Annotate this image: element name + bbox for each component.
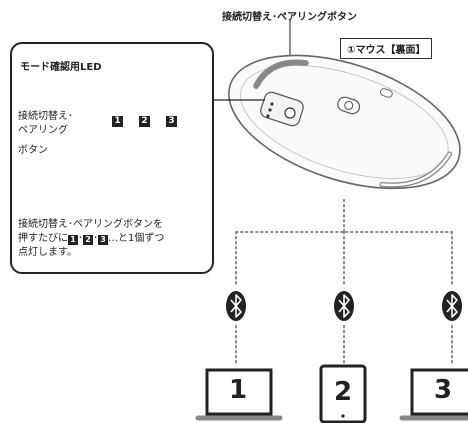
- callout-button-label-2: ペアリング: [18, 125, 68, 136]
- callout-desc-suffix: …と1個ずつ: [108, 233, 165, 244]
- pairing-button-label: 接続切替え･ペアリングボタン: [222, 12, 357, 23]
- mouse-bottom-tag: ①マウス【裏面】: [340, 38, 433, 59]
- led-number-2: 2: [139, 116, 150, 127]
- callout-desc-line3: 点灯します。: [18, 247, 77, 258]
- device-number-1: 1: [229, 375, 248, 405]
- mouse-sensor: [337, 96, 361, 115]
- callout-title: モード確認用LED: [20, 62, 102, 73]
- bluetooth-icon-3: [442, 291, 462, 321]
- inline-number-2: 2: [83, 235, 93, 245]
- pairing-button: [284, 107, 296, 119]
- callout-box: [10, 42, 214, 274]
- connection-lines: [235, 199, 453, 365]
- inline-number-3: 3: [98, 235, 108, 245]
- callout-desc-sep1: ･: [78, 233, 83, 244]
- inline-number-1: 1: [68, 235, 78, 245]
- mouse-foot-left: [253, 59, 309, 89]
- callout-button-label-1: 接続切替え･: [18, 111, 73, 122]
- laptop-icon-1: [195, 368, 283, 421]
- led-number-1: 1: [112, 116, 123, 127]
- callout-desc-sep2: ･: [93, 233, 98, 244]
- callout-button-label-3: ボタン: [18, 145, 48, 156]
- mouse-body: [228, 54, 461, 190]
- callout-desc-prefix: 押すたびに: [18, 233, 68, 244]
- bluetooth-icon-2: [334, 291, 354, 321]
- tablet-icon: [319, 364, 367, 423]
- mouse-button-panel: [260, 91, 304, 127]
- device-number-3: 3: [434, 375, 453, 405]
- bluetooth-icon-1: [226, 291, 246, 321]
- laptop-icon-3: [399, 368, 468, 421]
- led-number-3: 3: [166, 116, 177, 127]
- device-number-2: 2: [334, 377, 353, 407]
- callout-desc-line1: 接続切替え･ペアリングボタンを: [18, 219, 163, 230]
